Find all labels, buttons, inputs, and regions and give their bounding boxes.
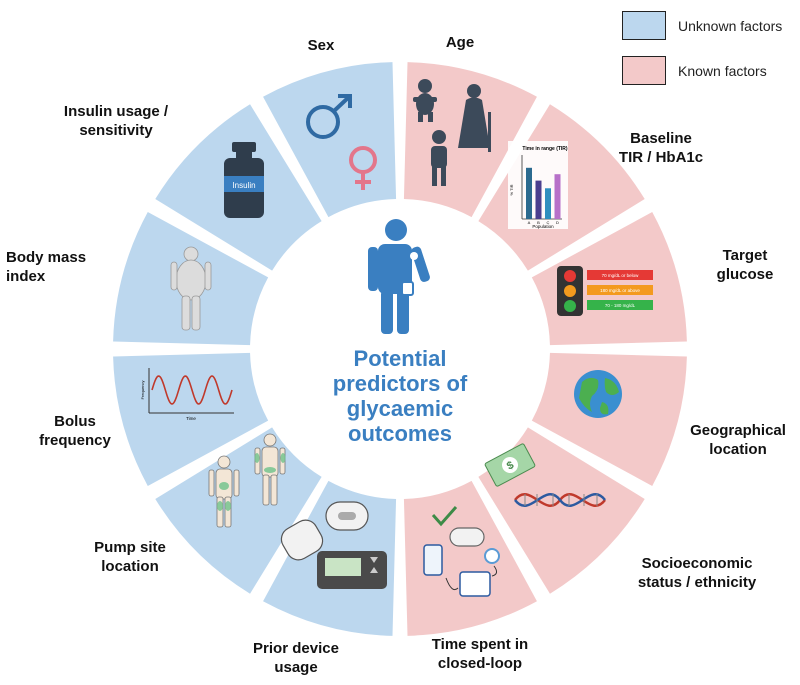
tir-tick-label: B bbox=[537, 220, 540, 225]
dna-money-icon: $ bbox=[484, 443, 606, 507]
tir-bar bbox=[545, 188, 551, 219]
insulin-vial-label: Insulin bbox=[232, 181, 255, 190]
segment-known-3 bbox=[531, 352, 687, 486]
body-sites-icon bbox=[208, 433, 286, 528]
tir-bar bbox=[554, 174, 561, 219]
traffic-light-icon: 70 mg/dL or below 180 mg/dL or above 70 - … bbox=[557, 266, 653, 316]
label-target-glucose: Target glucose bbox=[716, 247, 774, 283]
family-icon bbox=[413, 79, 491, 186]
label-body-mass-index: Body mass index bbox=[6, 249, 87, 285]
tir-tick-label: D bbox=[556, 220, 559, 225]
label-pump-site: Pump site location bbox=[94, 539, 166, 575]
tir-chart-icon: Time in range (TIR) % TIR Population A B C… bbox=[508, 141, 568, 229]
body-figure-icon bbox=[170, 246, 212, 331]
tir-tick-label: A bbox=[528, 220, 531, 225]
center-title: Potential predictors of glycaemic outcom… bbox=[332, 346, 468, 446]
globe-icon bbox=[574, 370, 622, 418]
pump-device-icon bbox=[280, 501, 387, 589]
insulin-vial-icon: Insulin bbox=[224, 142, 264, 218]
legend-label-known: Known factors bbox=[678, 62, 767, 79]
glucose-band bbox=[587, 270, 653, 280]
glucose-band bbox=[587, 285, 653, 295]
label-sex: Sex bbox=[307, 37, 335, 54]
gender-symbols-icon bbox=[306, 94, 377, 190]
glucose-band-label: 180 mg/dL or above bbox=[600, 288, 640, 293]
bolus-xlabel: Time bbox=[186, 416, 196, 421]
person-with-cgm-icon bbox=[368, 219, 430, 334]
closed-loop-icon bbox=[423, 506, 500, 597]
tir-bar bbox=[535, 180, 542, 219]
bolus-ylabel: Frequency bbox=[140, 381, 145, 400]
svg-text:$: $ bbox=[505, 459, 516, 472]
segment-unknown-8 bbox=[113, 352, 269, 486]
tir-chart-title: Time in range (TIR) bbox=[522, 146, 568, 152]
legend-swatch-unknown bbox=[622, 11, 666, 40]
label-insulin-usage: Insulin usage / sensitivity bbox=[63, 103, 169, 139]
tir-chart-xlabel: Population bbox=[532, 224, 554, 229]
legend-item-unknown: Unknown factors bbox=[622, 11, 782, 40]
legend-label-unknown: Unknown factors bbox=[678, 17, 783, 34]
tir-tick-label: C bbox=[547, 220, 550, 225]
legend-item-known: Known factors bbox=[622, 56, 767, 85]
glucose-band-label: 70 - 180 mg/dL bbox=[605, 303, 636, 308]
label-time-closed-loop: Time spent in closed-loop bbox=[431, 636, 529, 672]
glucose-band-label: 70 mg/dL or below bbox=[602, 273, 640, 278]
center-hub bbox=[258, 207, 542, 491]
label-prior-device: Prior device usage bbox=[253, 640, 339, 676]
legend-swatch-known bbox=[622, 56, 666, 85]
tir-bar bbox=[526, 167, 532, 219]
label-socioeconomic: Socioeconomic status / ethnicity bbox=[637, 555, 757, 591]
label-geographical-location: Geographical location bbox=[690, 422, 786, 458]
sine-wave-icon: Frequency Time bbox=[140, 368, 234, 421]
tir-chart-ylabel: % TIR bbox=[509, 184, 514, 195]
label-age: Age bbox=[445, 34, 475, 51]
label-bolus-frequency: Bolus frequency bbox=[39, 413, 111, 449]
label-baseline-tir: Baseline TIR / HbA1c bbox=[618, 130, 704, 166]
glucose-band bbox=[587, 300, 653, 310]
